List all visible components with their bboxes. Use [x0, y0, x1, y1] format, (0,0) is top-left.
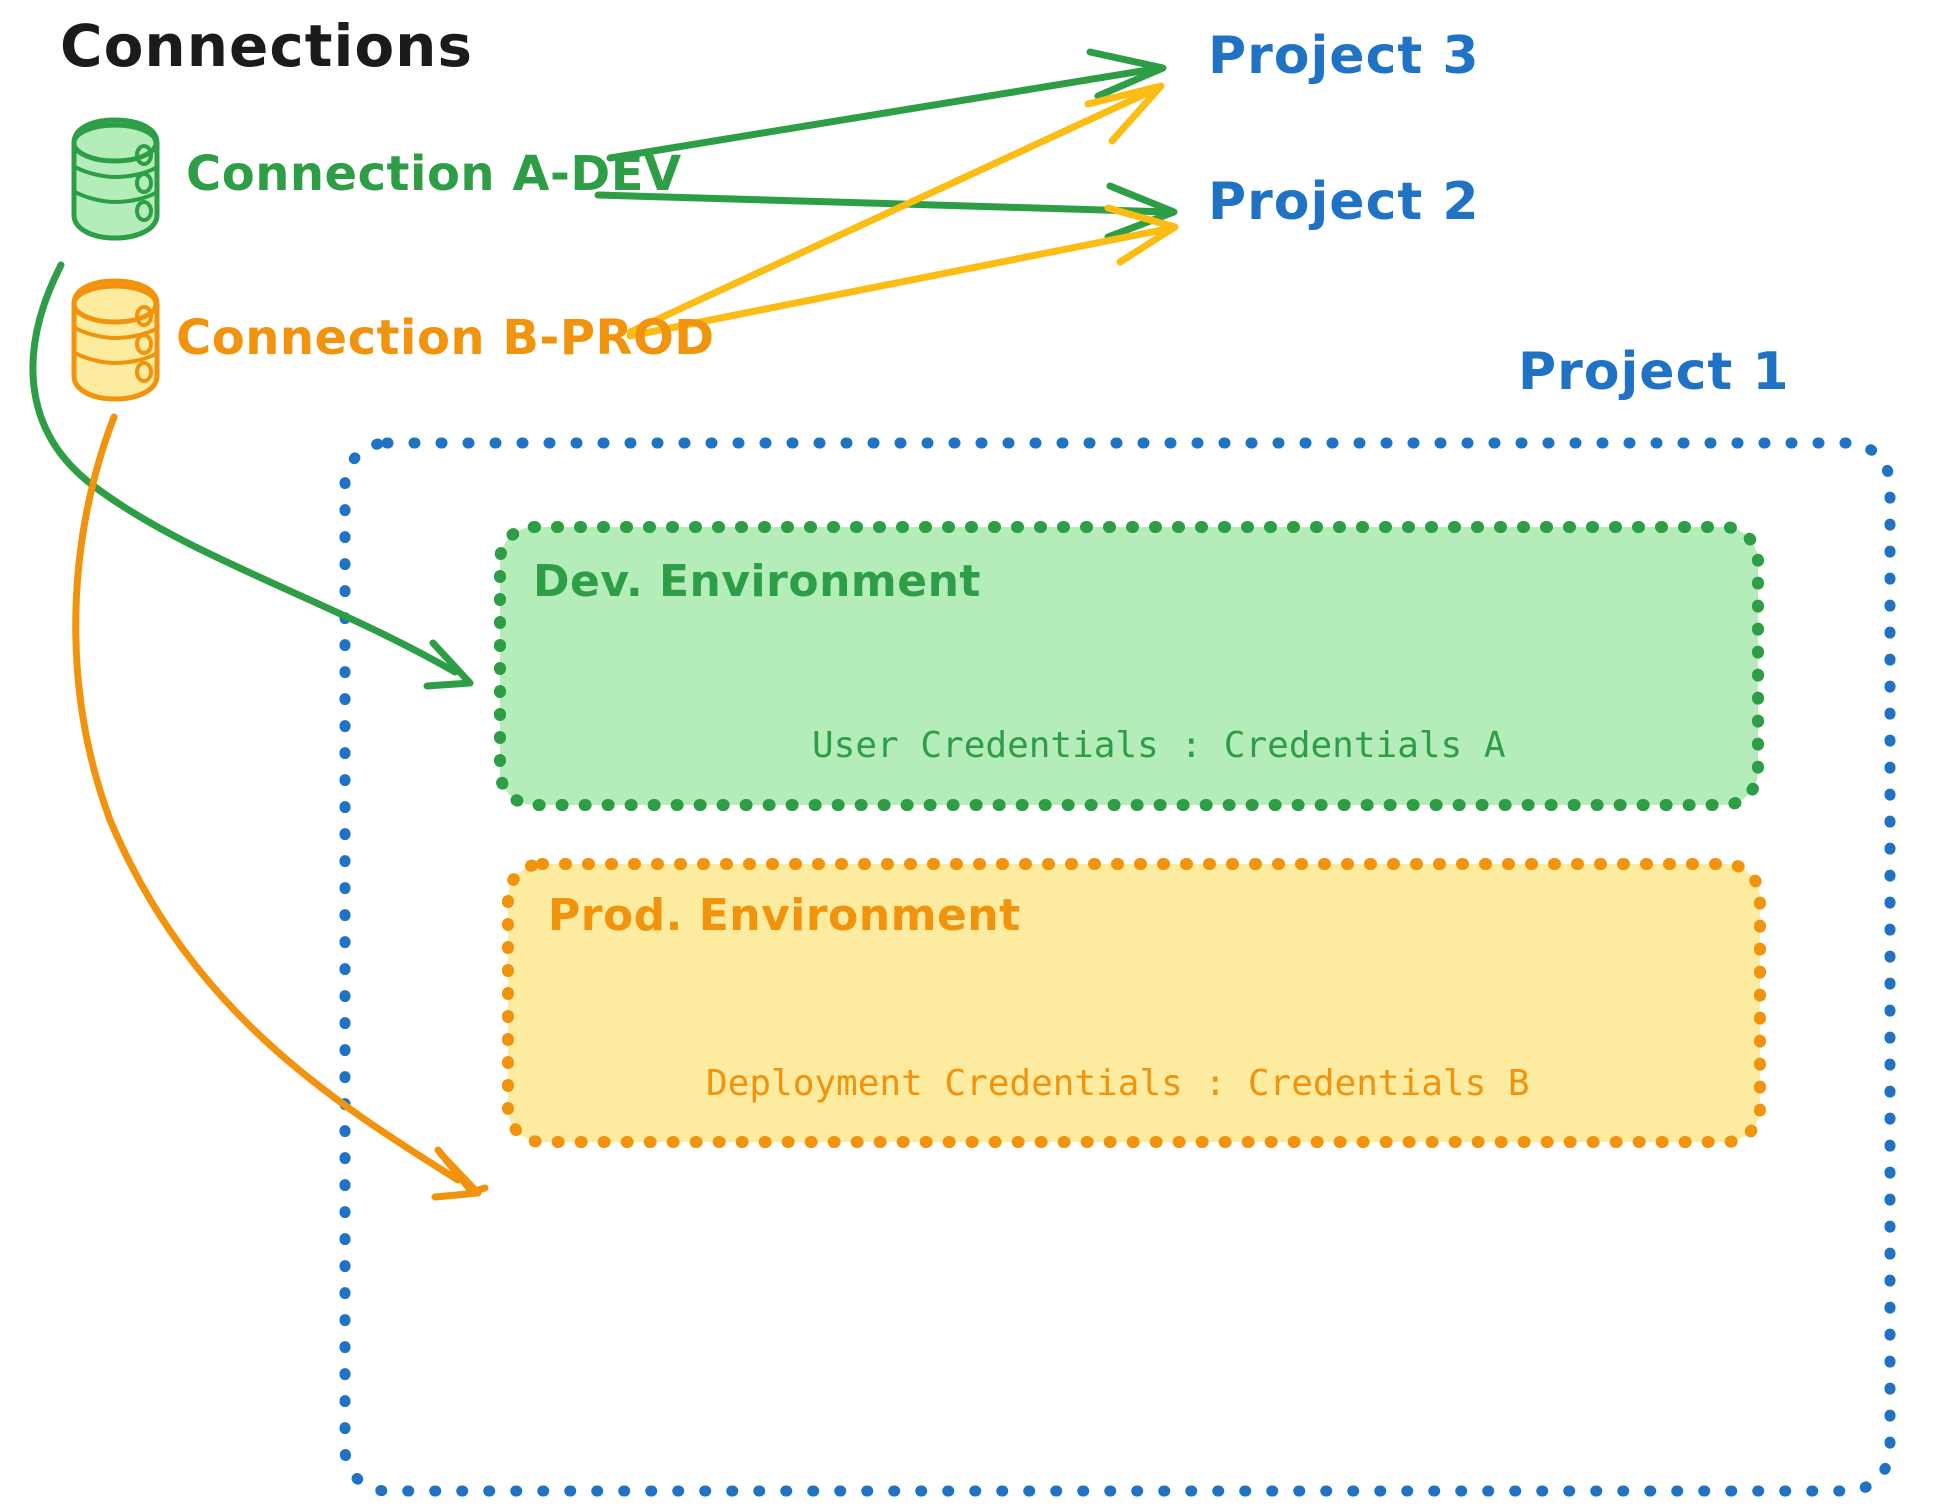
project-label-3[interactable]: Project 3 [1208, 26, 1480, 86]
edge-b-prod-to-prod-environment [72, 413, 489, 1201]
database-icon-b-prod[interactable] [71, 278, 160, 402]
project-label-2[interactable]: Project 2 [1208, 172, 1480, 232]
edge-a-dev-to-project-3 [606, 48, 1167, 162]
prod-environment-credentials: Deployment Credentials : Credentials B [706, 1063, 1530, 1104]
dev-environment-title: Dev. Environment [533, 556, 981, 607]
dev-environment-credentials: User Credentials : Credentials A [812, 725, 1506, 766]
edge-b-prod-to-project-3 [626, 82, 1165, 336]
connection-label-a-dev[interactable]: Connection A-DEV [186, 146, 682, 202]
page-title: Connections [60, 12, 473, 80]
project-label-1[interactable]: Project 1 [1518, 342, 1790, 402]
connection-label-b-prod[interactable]: Connection B-PROD [176, 310, 715, 366]
prod-environment-title: Prod. Environment [548, 890, 1021, 941]
edge-a-dev-to-project-2 [594, 182, 1178, 241]
database-icon-a-dev[interactable] [71, 117, 160, 241]
